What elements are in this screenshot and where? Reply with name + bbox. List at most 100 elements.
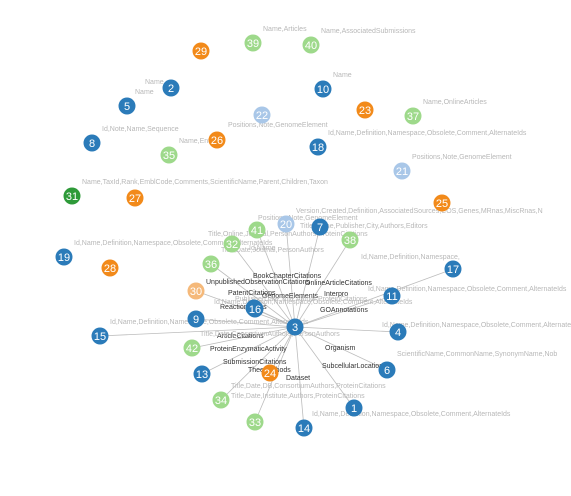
graph-node-8[interactable]: 8 xyxy=(83,134,101,152)
node-caption-22: Positions,Note,GenomeElement xyxy=(228,122,328,129)
node-circle[interactable] xyxy=(91,327,109,345)
graph-node-9[interactable]: 9 xyxy=(187,310,205,328)
graph-node-13[interactable]: 13 xyxy=(193,365,211,383)
graph-node-4[interactable]: 4 xyxy=(389,323,407,341)
node-circle[interactable] xyxy=(244,34,262,52)
node-circle[interactable] xyxy=(261,364,279,382)
graph-node-32[interactable]: 32 xyxy=(223,235,241,253)
node-circle[interactable] xyxy=(314,80,332,98)
node-circle[interactable] xyxy=(193,365,211,383)
node-circle[interactable] xyxy=(183,339,201,357)
graph-node-21[interactable]: 21 xyxy=(393,162,411,180)
graph-node-5[interactable]: 5 xyxy=(118,97,136,115)
node-circle[interactable] xyxy=(208,131,226,149)
node-circle[interactable] xyxy=(101,259,119,277)
graph-node-16[interactable]: 16 xyxy=(246,300,264,318)
node-circle[interactable] xyxy=(277,215,295,233)
graph-node-3[interactable]: 3 xyxy=(286,318,304,336)
edge-3-7 xyxy=(294,226,321,328)
node-circle[interactable] xyxy=(223,235,241,253)
node-circle[interactable] xyxy=(63,187,81,205)
edge-label: SubcellularLocations xyxy=(322,363,387,370)
graph-node-26[interactable]: 26 xyxy=(208,131,226,149)
graph-node-35[interactable]: 35 xyxy=(160,146,178,164)
node-circle[interactable] xyxy=(433,194,451,212)
node-circle[interactable] xyxy=(309,138,327,156)
node-label: 20 xyxy=(280,219,292,231)
graph-node-1[interactable]: 1 xyxy=(345,399,363,417)
graph-node-25[interactable]: 25 xyxy=(433,194,451,212)
graph-node-33[interactable]: 33 xyxy=(246,413,264,431)
node-circle[interactable] xyxy=(444,260,462,278)
graph-node-20[interactable]: 20 xyxy=(277,215,295,233)
graph-node-22[interactable]: 22 xyxy=(253,106,271,124)
edge-3-20 xyxy=(285,223,296,328)
node-label: 21 xyxy=(396,166,408,178)
graph-node-24[interactable]: 24 xyxy=(261,364,279,382)
graph-node-11[interactable]: 11 xyxy=(383,287,401,305)
node-circle[interactable] xyxy=(83,134,101,152)
node-circle[interactable] xyxy=(160,146,178,164)
node-label: 36 xyxy=(205,259,217,271)
graph-node-27[interactable]: 27 xyxy=(126,189,144,207)
node-label: 1 xyxy=(351,403,357,415)
node-circle[interactable] xyxy=(246,300,264,318)
edge-label: SubmissionCitations xyxy=(223,359,287,366)
node-circle[interactable] xyxy=(187,310,205,328)
node-circle[interactable] xyxy=(55,248,73,266)
graph-node-2[interactable]: 2 xyxy=(162,79,180,97)
node-caption-5: Name xyxy=(135,89,154,96)
node-circle[interactable] xyxy=(404,107,422,125)
edge-label: GenomeElements xyxy=(262,293,319,300)
graph-node-14[interactable]: 14 xyxy=(295,419,313,437)
node-circle[interactable] xyxy=(356,101,374,119)
graph-node-29[interactable]: 29 xyxy=(192,42,210,60)
node-circle[interactable] xyxy=(295,419,313,437)
node-circle[interactable] xyxy=(126,189,144,207)
node-circle[interactable] xyxy=(162,79,180,97)
node-caption-16: PublisherDate,Title,Author,ProteinCitati… xyxy=(235,296,368,303)
graph-node-6[interactable]: 6 xyxy=(378,361,396,379)
node-circle[interactable] xyxy=(187,282,205,300)
node-circle[interactable] xyxy=(246,413,264,431)
node-circle[interactable] xyxy=(286,318,304,336)
edge-label: Interpro xyxy=(324,291,348,298)
node-caption-31: Name,TaxId,Rank,EmblCode,Comments,Scient… xyxy=(82,179,328,186)
node-label: 34 xyxy=(215,395,227,407)
node-circle[interactable] xyxy=(378,361,396,379)
node-circle[interactable] xyxy=(202,255,220,273)
graph-node-31[interactable]: 31 xyxy=(63,187,81,205)
node-circle[interactable] xyxy=(341,231,359,249)
node-circle[interactable] xyxy=(248,221,266,239)
graph-node-37[interactable]: 37 xyxy=(404,107,422,125)
graph-node-17[interactable]: 17 xyxy=(444,260,462,278)
node-circle[interactable] xyxy=(393,162,411,180)
node-caption-8: Id,Note,Name,Sequence xyxy=(102,126,179,133)
graph-node-41[interactable]: 41 xyxy=(248,221,266,239)
graph-node-40[interactable]: 40 xyxy=(302,36,320,54)
graph-node-34[interactable]: 34 xyxy=(212,391,230,409)
graph-node-10[interactable]: 10 xyxy=(314,80,332,98)
graph-node-15[interactable]: 15 xyxy=(91,327,109,345)
graph-node-7[interactable]: 7 xyxy=(311,218,329,236)
graph-node-18[interactable]: 18 xyxy=(309,138,327,156)
node-label: 32 xyxy=(226,239,238,251)
graph-node-30[interactable]: 30 xyxy=(187,282,205,300)
node-circle[interactable] xyxy=(302,36,320,54)
graph-node-36[interactable]: 36 xyxy=(202,255,220,273)
node-circle[interactable] xyxy=(253,106,271,124)
graph-node-28[interactable]: 28 xyxy=(101,259,119,277)
graph-node-38[interactable]: 38 xyxy=(341,231,359,249)
node-circle[interactable] xyxy=(311,218,329,236)
node-circle[interactable] xyxy=(192,42,210,60)
graph-node-23[interactable]: 23 xyxy=(356,101,374,119)
node-circle[interactable] xyxy=(212,391,230,409)
graph-node-42[interactable]: 42 xyxy=(183,339,201,357)
edge-3-38 xyxy=(294,239,351,328)
node-circle[interactable] xyxy=(345,399,363,417)
node-circle[interactable] xyxy=(389,323,407,341)
node-circle[interactable] xyxy=(383,287,401,305)
graph-node-39[interactable]: 39 xyxy=(244,34,262,52)
node-circle[interactable] xyxy=(118,97,136,115)
graph-node-19[interactable]: 19 xyxy=(55,248,73,266)
